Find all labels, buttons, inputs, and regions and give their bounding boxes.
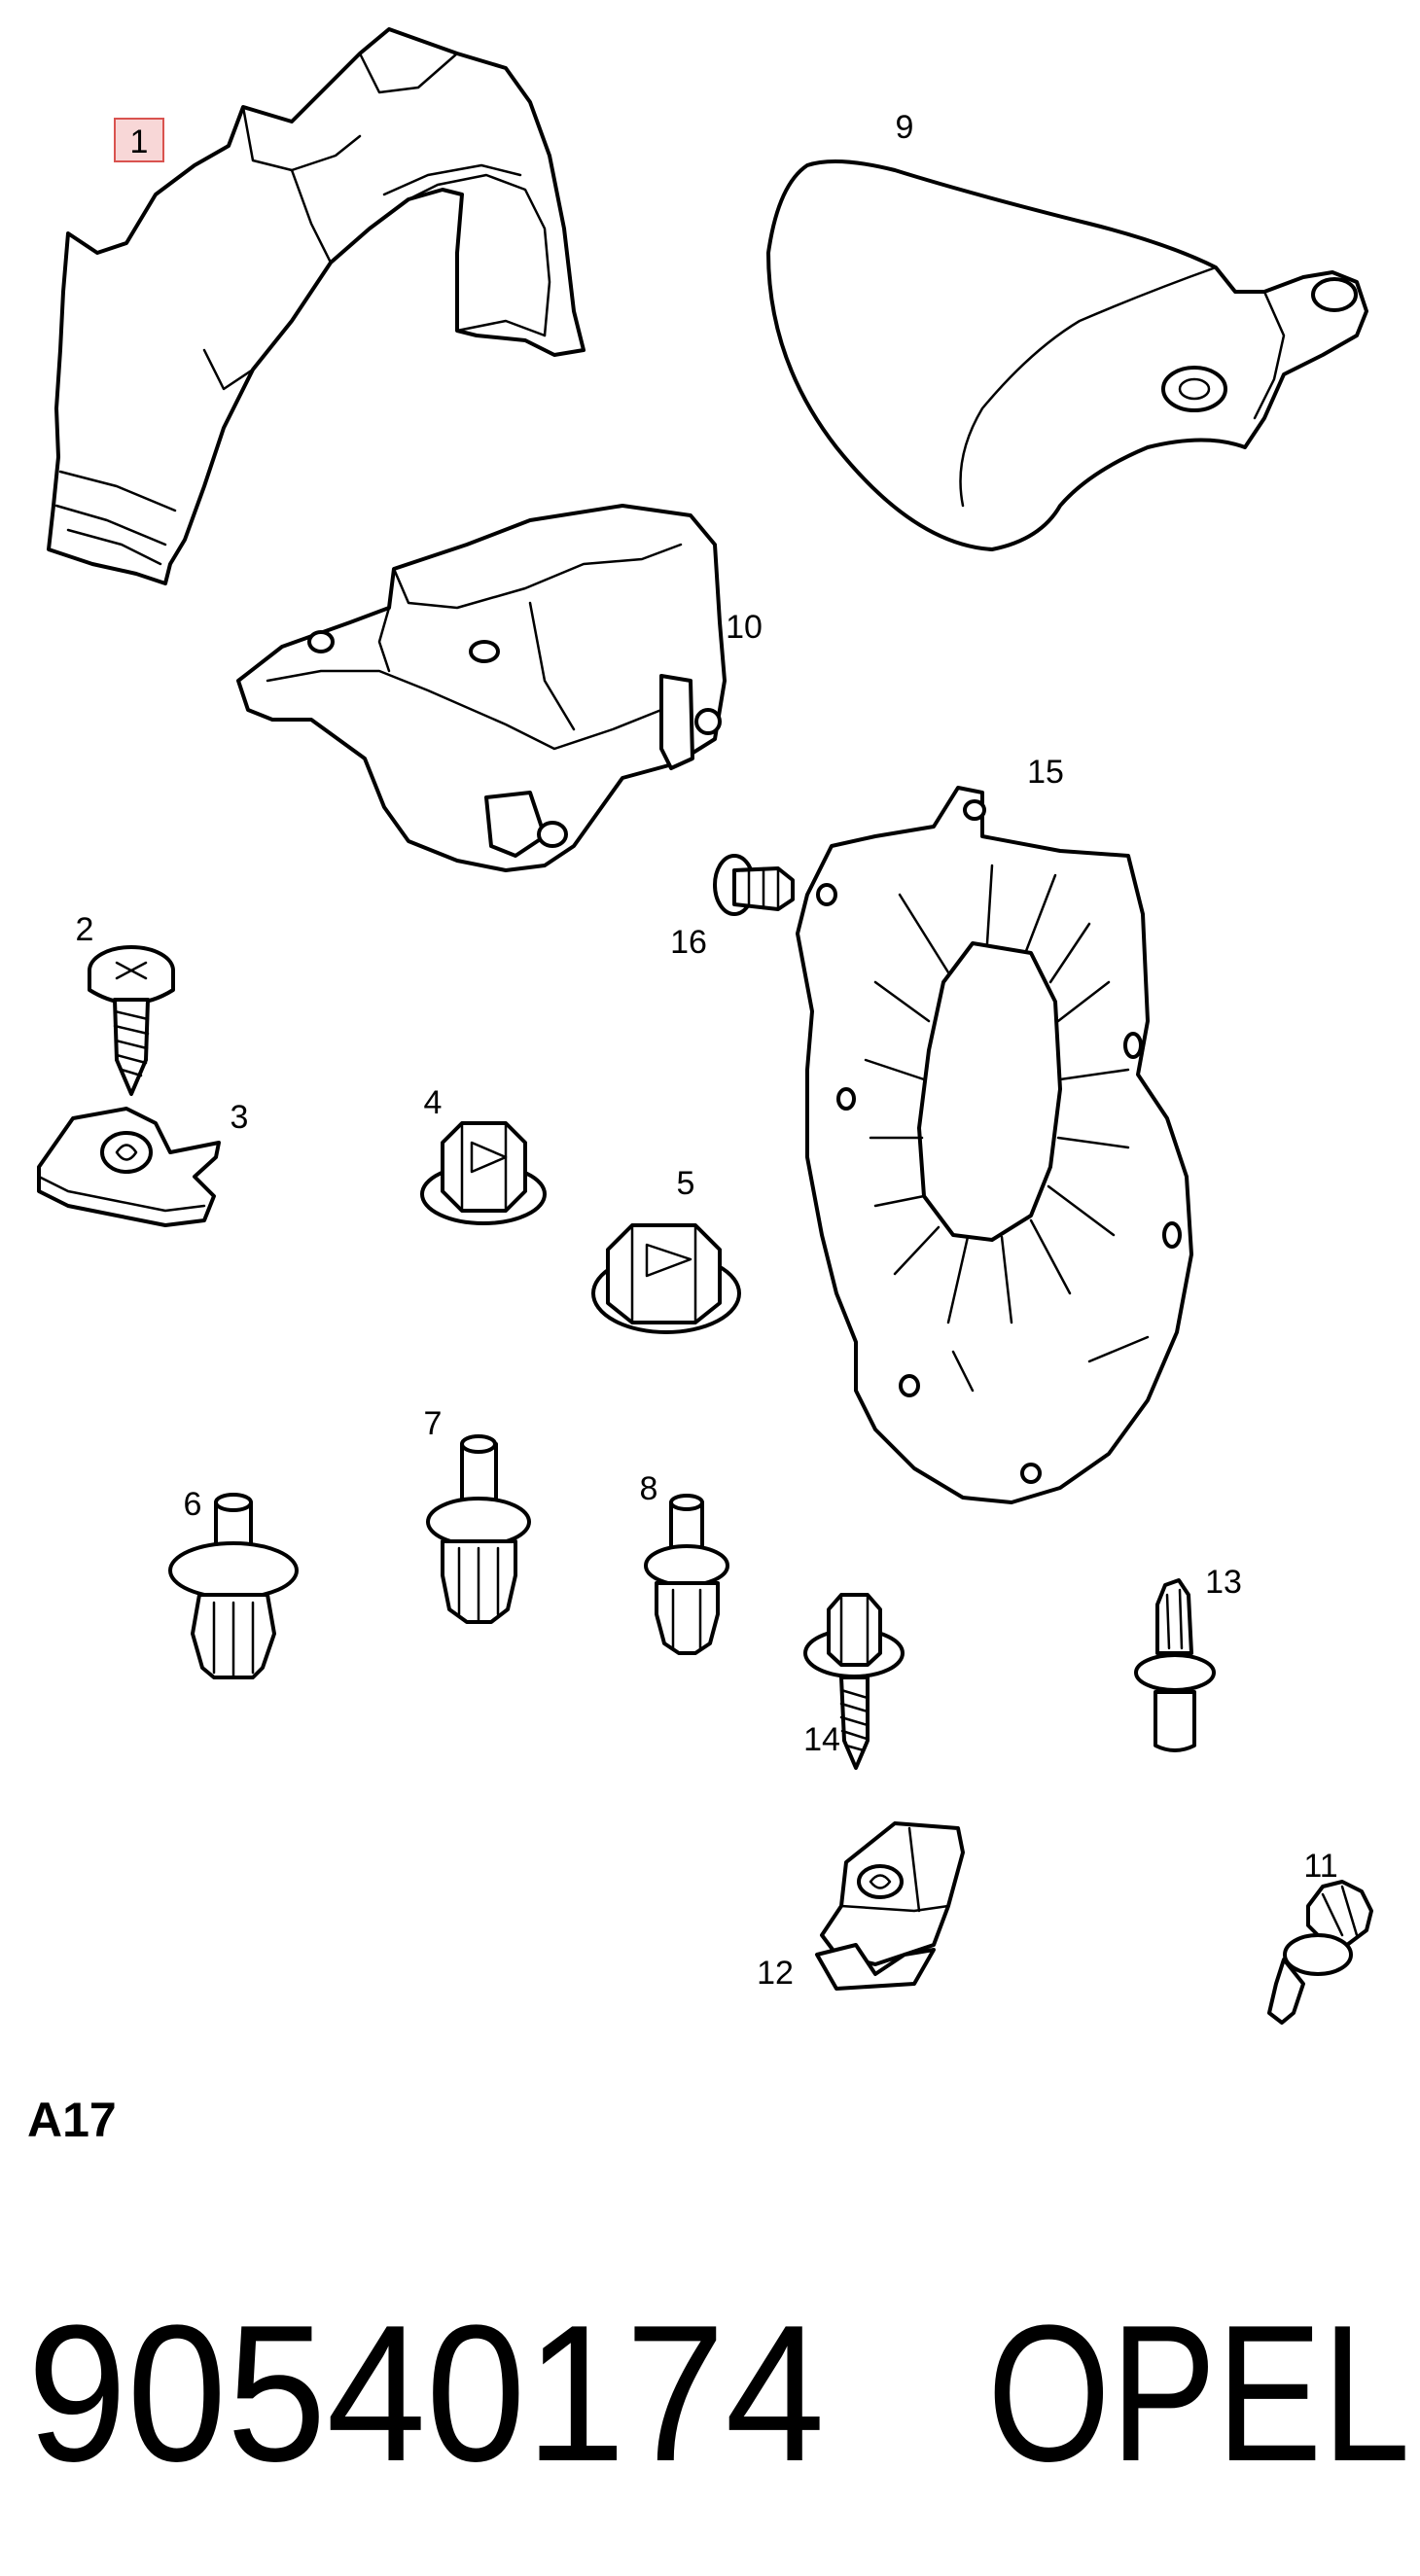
part-11-expansion-clip[interactable] [1267, 1880, 1373, 2025]
callout-4: 4 [424, 1084, 443, 1121]
callout-1: 1 [130, 124, 149, 160]
callout-9: 9 [896, 109, 914, 146]
callout-2: 2 [76, 911, 94, 948]
callout-6: 6 [184, 1486, 202, 1523]
callout-16: 16 [670, 924, 707, 961]
part-10-lower-shield[interactable] [236, 504, 727, 872]
part-15-insulation-plate[interactable] [796, 786, 1193, 1504]
part-14-hex-bolt[interactable] [803, 1593, 905, 1770]
part-8-push-rivet[interactable] [644, 1494, 729, 1655]
part-12-clip-nut[interactable] [815, 1821, 965, 1991]
callout-12: 12 [757, 1955, 794, 1992]
diagram-reference: A17 [27, 2093, 117, 2147]
callout-14: 14 [803, 1721, 840, 1758]
part-number: 90540174 [27, 2285, 825, 2502]
brand-name: OPEL [987, 2285, 1410, 2502]
callout-10: 10 [726, 609, 763, 646]
part-4-flange-nut[interactable] [420, 1121, 547, 1225]
part-16-push-clip[interactable] [713, 854, 795, 916]
callout-13: 13 [1205, 1564, 1242, 1601]
part-2-screw[interactable] [88, 945, 175, 1096]
callout-1-highlight[interactable]: 1 [114, 118, 164, 162]
callout-3: 3 [231, 1099, 249, 1136]
callout-7: 7 [424, 1405, 443, 1442]
part-1-wheel-arch-liner[interactable] [47, 27, 586, 585]
part-13-stud-clip[interactable] [1134, 1578, 1216, 1752]
part-5-large-flange-nut[interactable] [591, 1223, 741, 1334]
callout-15: 15 [1027, 754, 1064, 791]
part-9-heat-shield[interactable] [766, 159, 1368, 551]
part-6-push-rivet[interactable] [168, 1493, 299, 1679]
part-7-push-rivet[interactable] [426, 1434, 531, 1624]
callout-8: 8 [640, 1470, 658, 1507]
callout-11: 11 [1303, 1848, 1337, 1885]
callout-5: 5 [677, 1165, 695, 1202]
part-3-spring-nut[interactable] [37, 1107, 221, 1227]
